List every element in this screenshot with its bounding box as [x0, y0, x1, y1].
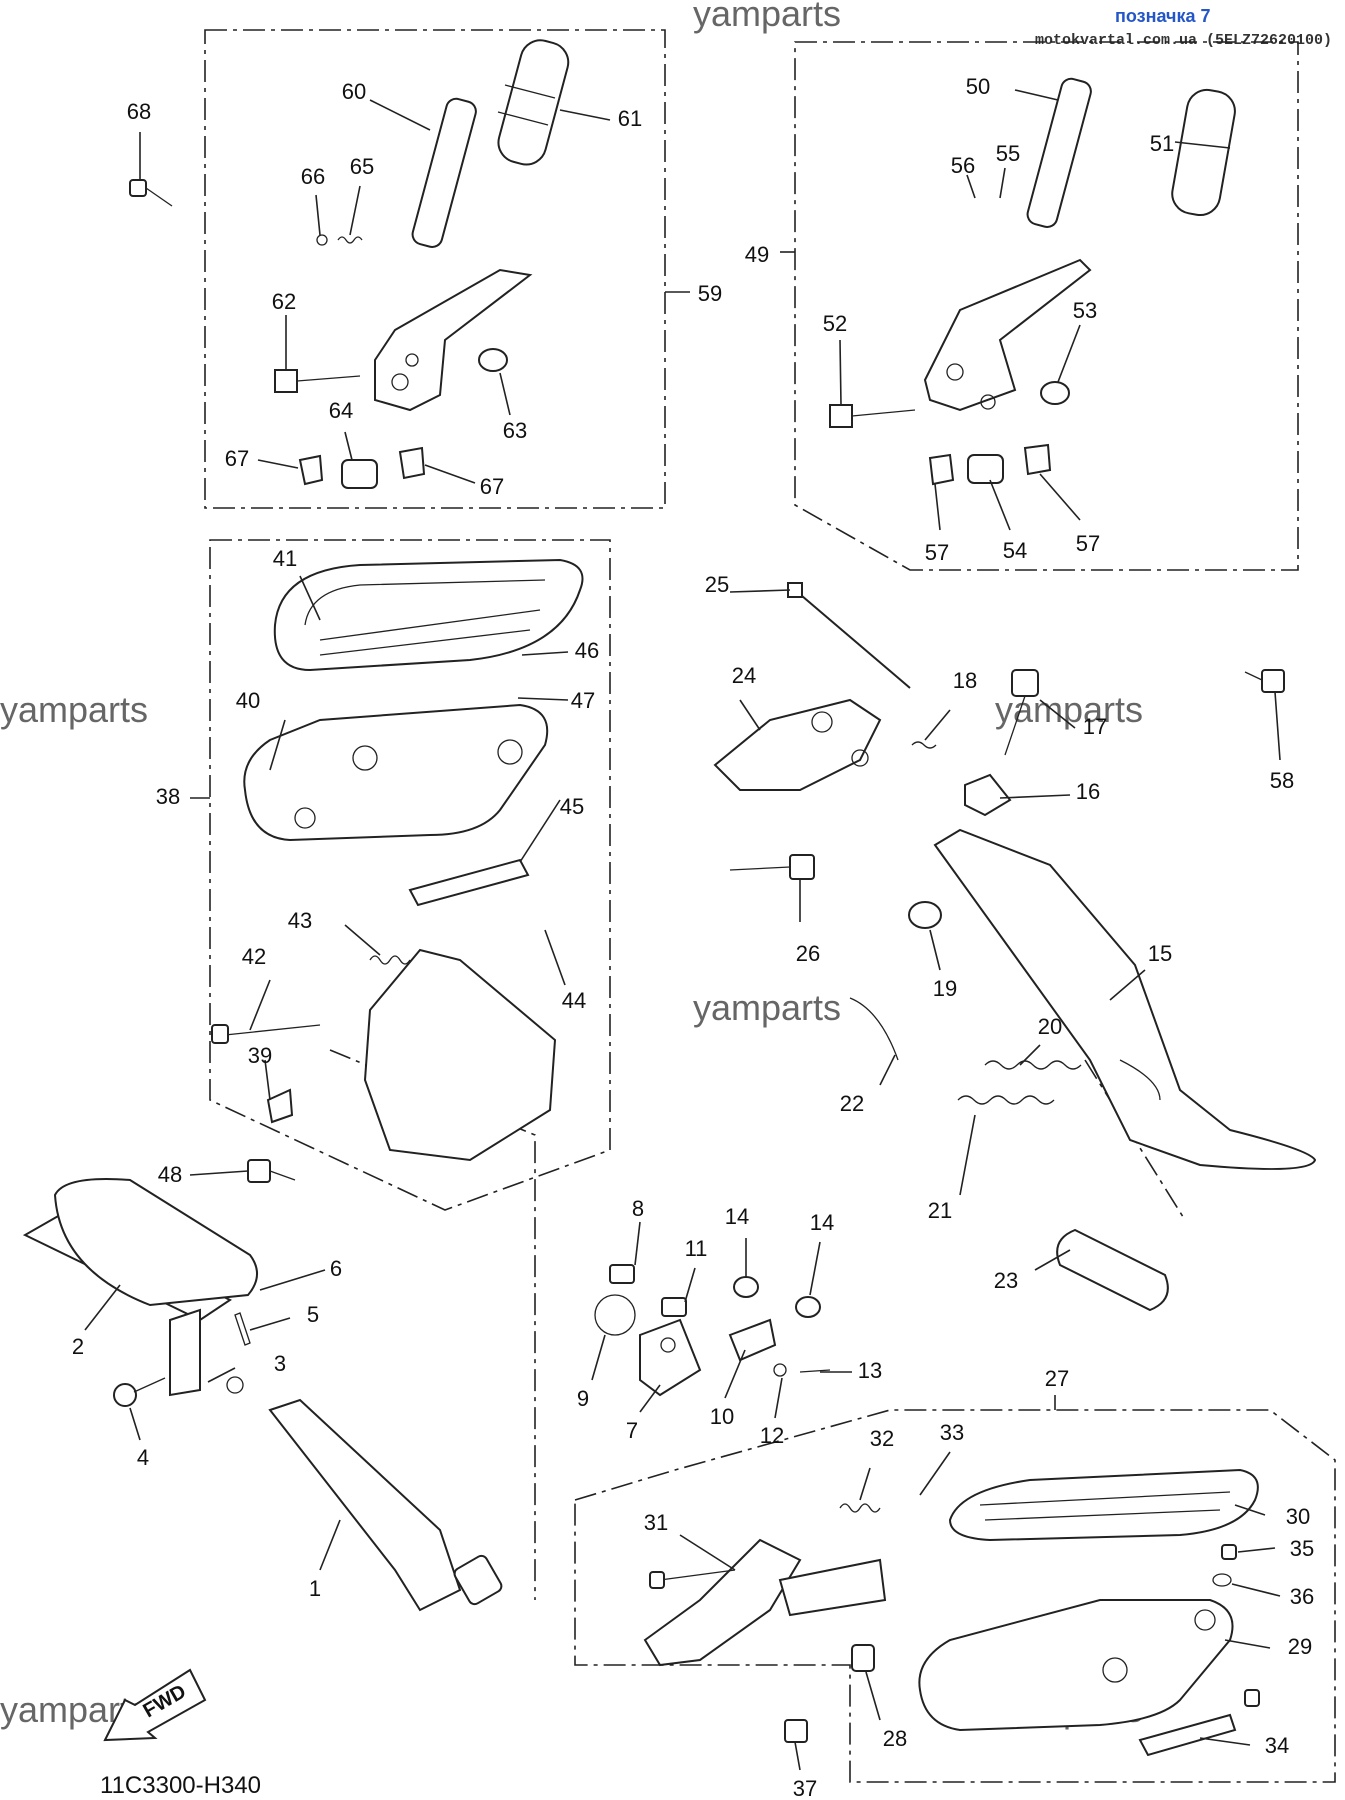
callout-label: 65 [350, 154, 374, 179]
callout-label: 61 [618, 106, 642, 131]
callout-label: 27 [1045, 1366, 1069, 1391]
callout-label: 58 [1270, 768, 1294, 793]
leader-lines [84, 89, 1281, 1771]
callout-label: 41 [273, 546, 297, 571]
watermark: yamparts [693, 987, 841, 1028]
callout-label: 42 [242, 944, 266, 969]
callout-label: 24 [732, 663, 756, 688]
callout-label: 50 [966, 74, 990, 99]
part-drawings [22, 39, 1317, 1757]
callout-label: 39 [248, 1043, 272, 1068]
callout-label: 64 [329, 398, 353, 423]
callout-label: 20 [1038, 1014, 1062, 1039]
callout-label: 57 [925, 540, 949, 565]
callout-label: 9 [577, 1386, 589, 1411]
callout-label: 13 [858, 1358, 882, 1383]
callout-label: 11 [685, 1236, 708, 1261]
callout-label: 3 [274, 1351, 286, 1376]
callout-label: 14 [810, 1210, 834, 1235]
callout-label: 18 [953, 668, 977, 693]
callout-label: 45 [560, 794, 584, 819]
callout-label: 32 [870, 1426, 894, 1451]
callout-label: 19 [933, 976, 957, 1001]
callout-label: 57 [1076, 531, 1100, 556]
callout-label: 5 [307, 1302, 319, 1327]
callout-label: 66 [301, 164, 325, 189]
callout-label: 14 [725, 1204, 749, 1229]
callout-label: 2 [72, 1334, 84, 1359]
callout-label: 49 [745, 242, 769, 267]
callout-label: 37 [793, 1776, 817, 1800]
label-marker: позначка 7 [1115, 6, 1211, 26]
callout-label: 67 [225, 446, 249, 471]
callout-label: 34 [1265, 1733, 1289, 1758]
callout-label: 55 [996, 141, 1020, 166]
callout-label: 8 [632, 1196, 644, 1221]
callout-label: 38 [156, 784, 180, 809]
callout-label: 4 [137, 1445, 149, 1470]
callout-label: 51 [1150, 131, 1174, 156]
callout-label: 52 [823, 311, 847, 336]
watermark: yamparts [693, 0, 841, 34]
callout-label: 31 [644, 1510, 668, 1535]
callout-label: 43 [288, 908, 312, 933]
callout-label: 6 [330, 1256, 342, 1281]
callout-label: 17 [1083, 714, 1107, 739]
callout-label: 7 [626, 1418, 638, 1443]
callout-label: 36 [1290, 1584, 1314, 1609]
callout-label: 54 [1003, 538, 1027, 563]
callout-label: 68 [127, 99, 151, 124]
watermark: yamparts [0, 689, 148, 730]
callout-label: 56 [951, 153, 975, 178]
callout-label: 23 [994, 1268, 1018, 1293]
callout-label: 63 [503, 418, 527, 443]
callout-label: 1 [309, 1576, 321, 1601]
callout-label: 35 [1290, 1536, 1314, 1561]
callout-label: 22 [840, 1091, 864, 1116]
callout-label: 47 [571, 688, 595, 713]
callout-label: 10 [710, 1404, 734, 1429]
callout-label: 59 [698, 281, 722, 306]
diagram-code: 11C3300-H340 [100, 1772, 261, 1799]
callout-label: 44 [562, 988, 586, 1013]
callout-label: 21 [928, 1198, 952, 1223]
source-reference: motokvartal.com.ua (5ELZ72620100) [1035, 32, 1332, 49]
callout-labels: 1 2 3 4 5 6 7 8 9 10 11 12 13 14 14 15 1… [72, 74, 1314, 1800]
callout-label: 15 [1148, 941, 1172, 966]
callout-label: 40 [236, 688, 260, 713]
callout-label: 25 [705, 572, 729, 597]
callout-label: 16 [1076, 779, 1100, 804]
callout-label: 67 [480, 474, 504, 499]
callout-label: 60 [342, 79, 366, 104]
callout-label: 26 [796, 941, 820, 966]
callout-label: 29 [1288, 1634, 1312, 1659]
callout-label: 46 [575, 638, 599, 663]
callout-label: 28 [883, 1726, 907, 1751]
callout-label: 48 [158, 1162, 182, 1187]
callout-label: 53 [1073, 298, 1097, 323]
callout-label: 62 [272, 289, 296, 314]
callout-label: 12 [760, 1423, 784, 1448]
callout-label: 33 [940, 1420, 964, 1445]
callout-label: 30 [1286, 1504, 1310, 1529]
